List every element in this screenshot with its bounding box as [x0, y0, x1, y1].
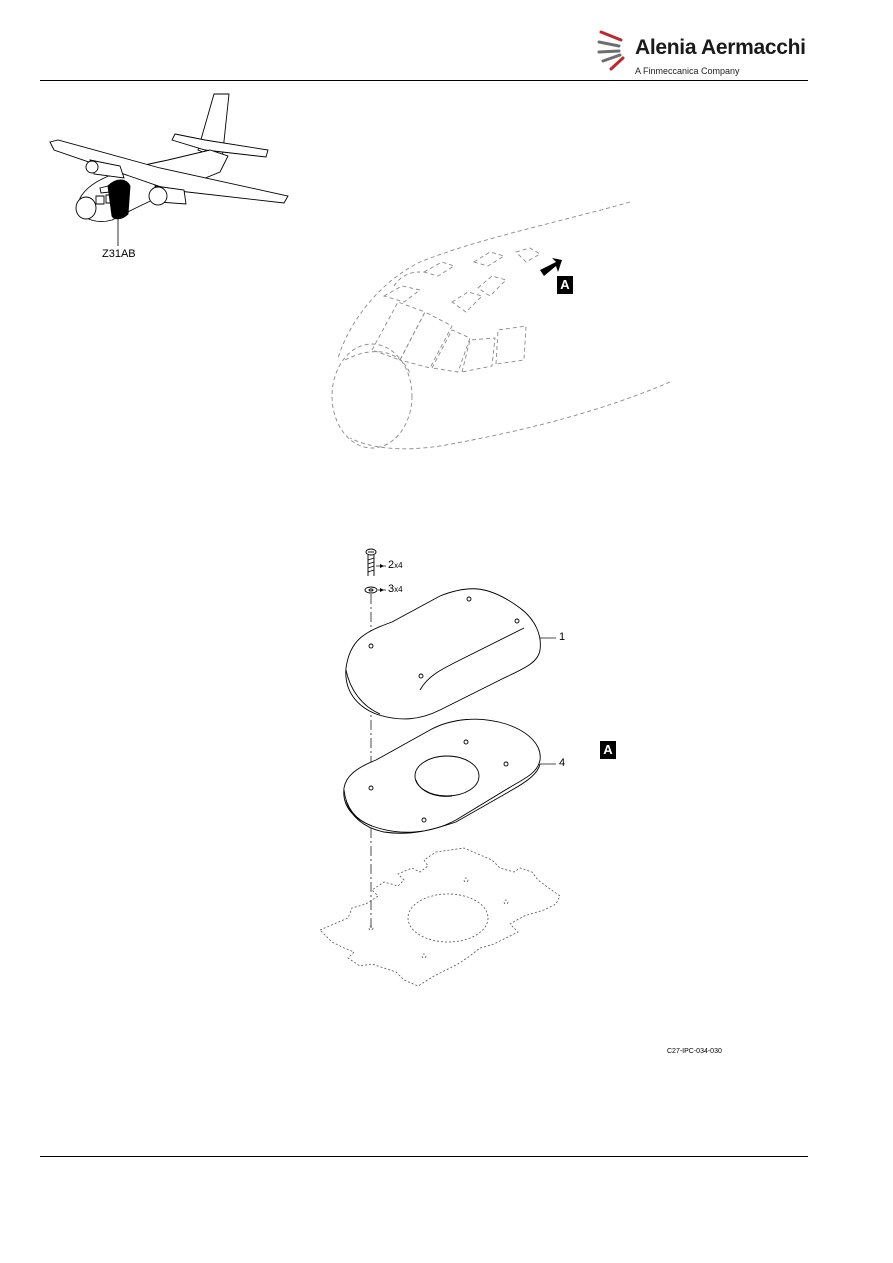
callout-item-2-qty: x4 — [394, 561, 403, 570]
callout-item-2-number: 2 — [388, 559, 395, 571]
callout-item-4: 4 — [559, 757, 566, 769]
logo-mark-icon — [597, 30, 625, 71]
view-tag-detail: A — [600, 741, 616, 759]
exploded-view — [343, 548, 556, 930]
callout-item-3-number: 3 — [388, 583, 395, 595]
footer-rule — [40, 1156, 808, 1157]
zone-label: Z31AB — [102, 248, 136, 260]
figure-reference: C27-IPC-034-030 — [667, 1048, 722, 1055]
callout-item-3: 3x4 — [388, 583, 403, 595]
brand-name: Alenia Aermacchi — [635, 36, 806, 59]
mounting-footprint-phantom — [319, 847, 561, 987]
aircraft-locator-drawing — [49, 93, 289, 246]
header-rule — [40, 80, 808, 81]
cockpit-phantom-view — [331, 201, 671, 450]
view-tag-cockpit: A — [557, 276, 573, 294]
view-arrow-icon — [540, 258, 562, 276]
callout-item-2: 2x4 — [388, 559, 403, 571]
company-logo: Alenia Aermacchi A Finmeccanica Company — [595, 22, 810, 82]
brand-tagline: A Finmeccanica Company — [635, 66, 740, 76]
callout-item-1: 1 — [559, 631, 566, 643]
callout-item-3-qty: x4 — [394, 585, 403, 594]
